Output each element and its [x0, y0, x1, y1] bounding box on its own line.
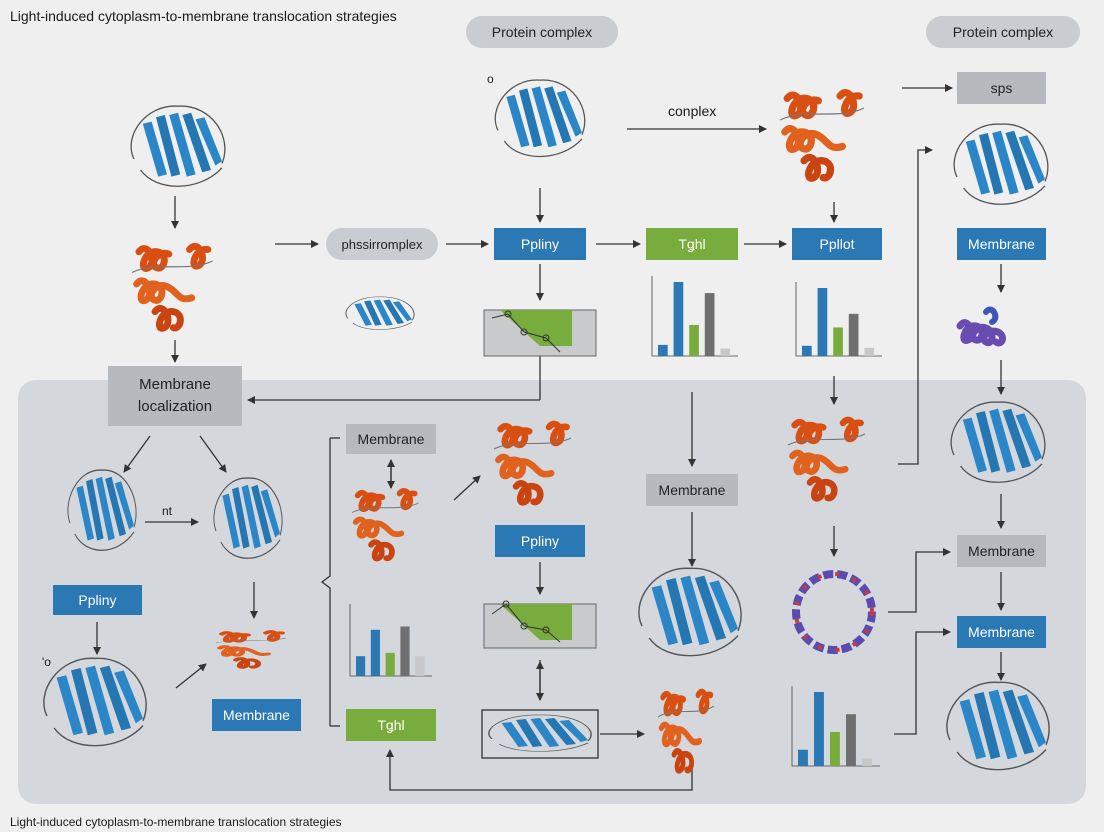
ppllot-box: Ppllot	[792, 228, 882, 260]
mini-bar-chart-icon	[795, 282, 882, 357]
mini-bar-chart-icon	[651, 276, 738, 357]
nt-label: nt	[162, 504, 173, 518]
alpha-helix-protein-icon	[352, 491, 419, 559]
beta-sheet-protein-icon	[638, 567, 742, 657]
beta-sheet-protein-icon	[946, 681, 1050, 771]
o-label-left: 'o	[42, 655, 51, 669]
tghl-box-top: Tǥhl	[646, 228, 738, 260]
membrane-box-mid-left: Membrane	[346, 424, 436, 454]
chart-bar	[689, 324, 699, 356]
trace-plot-icon	[483, 309, 597, 357]
membrane-localization-box: Membrane localization	[108, 366, 242, 426]
chart-bar	[864, 347, 875, 356]
ppliny-box-top: Ppliny	[494, 228, 586, 260]
membrane-box-mid: Membrane	[646, 474, 738, 506]
ring-protein-icon	[792, 570, 876, 654]
alpha-helix-protein-icon	[788, 420, 865, 498]
chart-bar	[862, 758, 872, 766]
o-label-top: o	[487, 72, 494, 86]
beta-sheet-protein-icon	[43, 657, 147, 747]
mini-bar-chart-icon	[349, 604, 432, 677]
membrane-box-right-mid2: Membrane	[957, 616, 1046, 648]
chart-bar	[415, 656, 425, 676]
chart-bar	[658, 344, 668, 356]
alpha-helix-protein-icon	[494, 424, 571, 502]
chart-bar	[833, 327, 843, 356]
alpha-helix-protein-icon	[132, 246, 213, 328]
chart-bar	[798, 749, 808, 766]
chart-bar	[704, 293, 715, 356]
chart-bar	[370, 629, 380, 676]
phssirromplex-pill: phssirromplex	[326, 228, 438, 260]
conplex-label: conplex	[668, 103, 717, 119]
chart-bar	[385, 652, 395, 676]
structure-frame	[481, 709, 599, 759]
chart-bar	[846, 714, 856, 766]
beta-sheet-protein-icon	[488, 714, 592, 753]
purple-helix-protein-icon	[956, 306, 1006, 347]
tghl-box-bottom: Tǥhl	[346, 709, 436, 741]
beta-sheet-protein-icon	[953, 123, 1049, 205]
chart-bar	[814, 692, 824, 766]
membrane-box-right-top: Membrane	[957, 228, 1046, 260]
alpha-helix-protein-icon	[780, 93, 864, 179]
beta-sheet-protein-icon	[494, 79, 586, 158]
beta-sheet-protein-icon	[213, 477, 283, 559]
chart-bar	[802, 345, 812, 356]
beta-sheet-protein-icon	[345, 296, 415, 331]
figure-caption: Light-induced cytoplasm-to-membrane tran…	[10, 815, 342, 829]
chart-bar	[400, 626, 410, 676]
chart-bar	[720, 348, 731, 356]
membrane-box-left-bottom: Membrane	[212, 699, 301, 731]
protein-complex-pill-1: Protein complex	[466, 16, 618, 48]
mini-bar-chart-icon	[791, 686, 880, 767]
chart-bar	[356, 656, 366, 676]
ppliny-box-left: Ppliny	[53, 585, 142, 615]
alpha-helix-protein-icon	[658, 692, 714, 770]
chart-bar	[817, 288, 828, 356]
beta-sheet-protein-icon	[67, 469, 137, 551]
alpha-helix-protein-icon	[216, 632, 286, 668]
chart-bar	[848, 313, 859, 356]
membrane-box-right-mid1: Membrane	[957, 535, 1046, 567]
figure-title: Light-induced cytoplasm-to-membrane tran…	[10, 8, 397, 24]
chart-bar	[673, 282, 684, 356]
chart-bar	[830, 731, 840, 766]
beta-sheet-protein-icon	[950, 401, 1046, 483]
ppliny-box-mid: Ppliny	[495, 525, 585, 557]
protein-complex-pill-2: Protein complex	[926, 16, 1080, 48]
trace-plot-icon	[483, 600, 597, 649]
lower-panel	[18, 380, 1086, 804]
sps-box: sps	[957, 72, 1046, 104]
beta-sheet-protein-icon	[130, 105, 226, 187]
